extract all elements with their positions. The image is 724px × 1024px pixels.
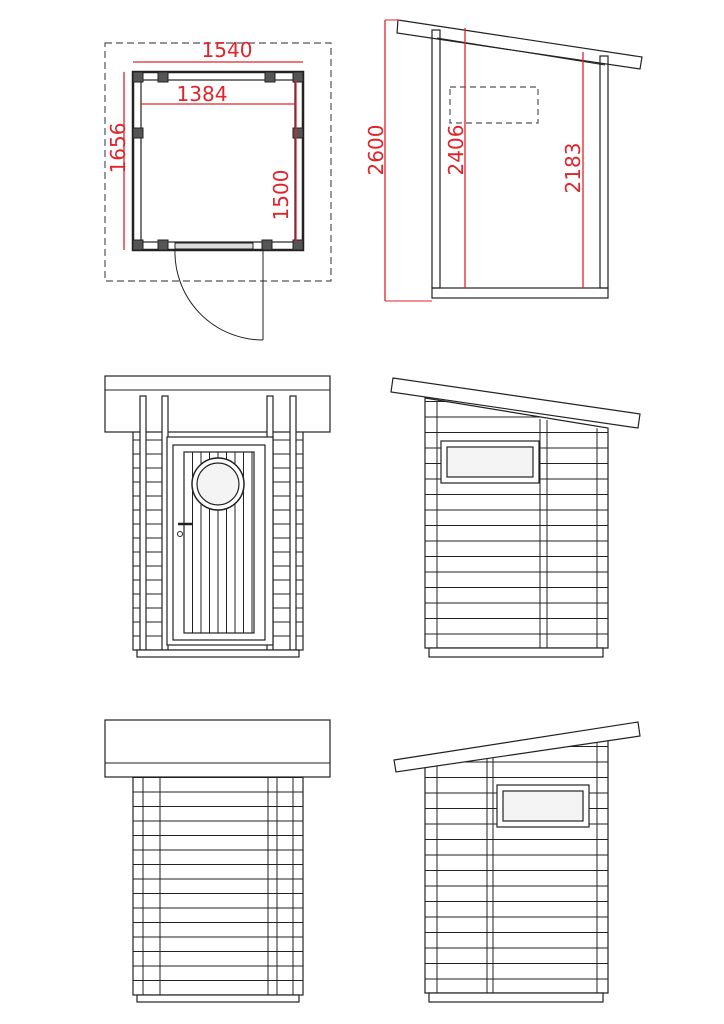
rear-wall [599,55,609,289]
post-block [157,71,169,83]
base-plinth [136,649,300,658]
base-plinth [136,994,300,1003]
door-lock-icon [177,531,183,537]
post-block [292,71,304,83]
dim-front-height: 2406 [444,125,468,176]
corner-post [139,395,147,651]
right-side-elevation-view [390,377,641,658]
post-block [132,239,144,251]
front-wall [431,29,441,289]
dim-inner-depth: 1500 [269,170,293,221]
post-block [292,127,304,139]
front-elevation-view [104,375,331,658]
post-block [132,71,144,83]
door-threshold [174,242,254,250]
floor-base [431,287,609,299]
post-block [261,239,273,251]
roof-panel [396,19,643,70]
porthole-window-glass [196,462,240,506]
wall-outline-inner [140,79,296,243]
post-block [132,127,144,139]
window-hidden-dashed [449,86,539,124]
side-section-view [384,19,643,302]
dim-inner-width: 1384 [177,82,228,106]
post-block [157,239,169,251]
roof-fascia [104,719,331,778]
window-glass [502,790,584,822]
dim-rear-height: 2183 [561,143,585,194]
base-plinth [428,992,604,1003]
door-swing-arc [174,248,264,341]
base-plinth [428,647,604,658]
roof-panel [390,377,641,429]
dim-outer-depth: 1656 [106,123,130,174]
corner-post [289,395,297,651]
floor-plan-view [104,42,332,341]
dim-total-height: 2600 [364,125,388,176]
roof-panel [393,721,641,773]
door-panel [183,451,255,634]
wall-body [132,775,304,996]
wall-body [424,397,609,649]
window-glass [446,446,534,478]
post-block [264,71,276,83]
dim-outer-width: 1540 [202,38,253,62]
wall-outline-outer [131,70,305,252]
rear-elevation-view [104,719,331,1003]
ground-footprint-dashed [104,42,332,282]
post-block [292,239,304,251]
left-side-elevation-view [393,721,641,1003]
